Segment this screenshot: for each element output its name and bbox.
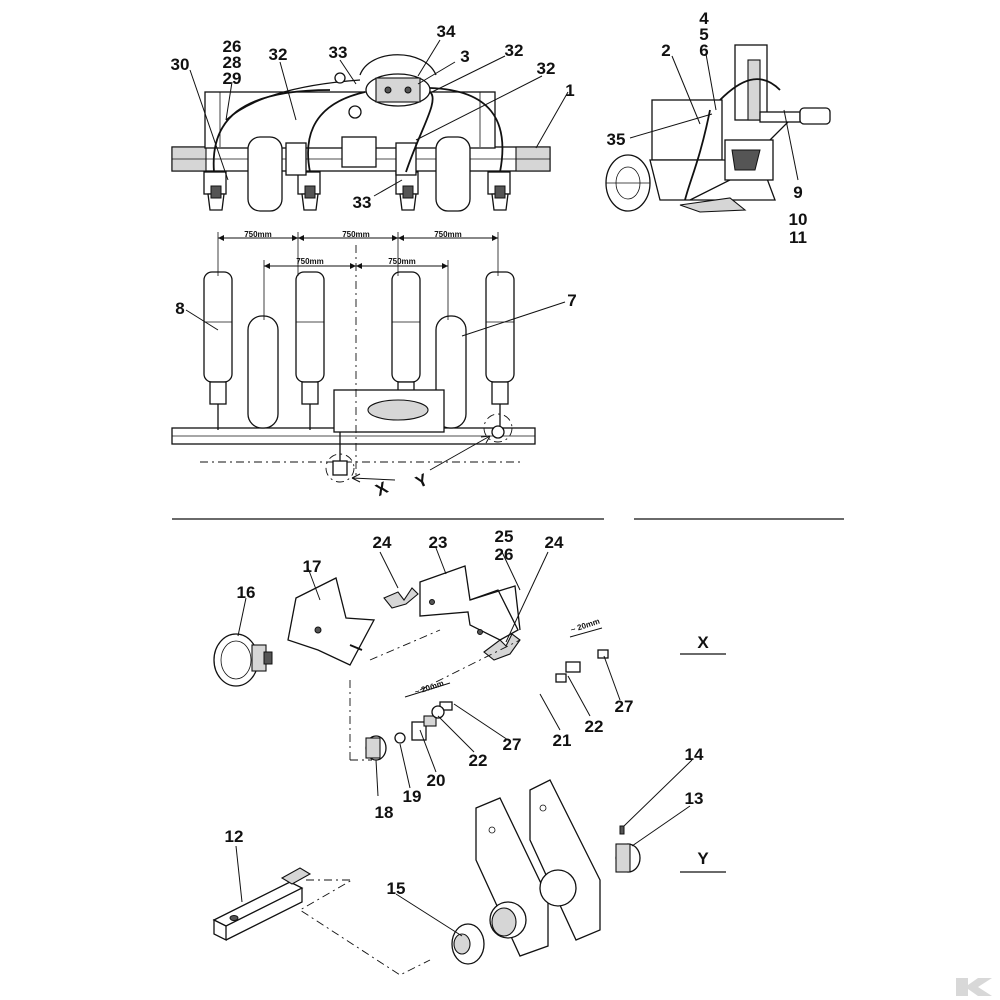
part-label-17: 17 bbox=[303, 557, 322, 576]
part-label-32: 32 bbox=[505, 41, 524, 60]
part-label-2: 2 bbox=[661, 41, 670, 60]
part-label-24: 24 bbox=[545, 533, 564, 552]
hopper-unit bbox=[485, 271, 515, 430]
part-label-28: 28 bbox=[223, 53, 242, 72]
view-arrow-y-label: Y bbox=[413, 470, 432, 492]
part-label-25: 25 bbox=[495, 527, 514, 546]
section-x-label: X bbox=[697, 633, 709, 652]
section-y-label: Y bbox=[697, 849, 709, 868]
nozzle-unit bbox=[395, 171, 419, 211]
part-label-21: 21 bbox=[553, 731, 572, 750]
part-label-7: 7 bbox=[567, 291, 576, 310]
part-label-20: 20 bbox=[427, 771, 446, 790]
nozzle-unit bbox=[297, 171, 321, 211]
nozzle-unit bbox=[203, 171, 227, 211]
part-labels: 30 26 28 29 32 33 34 3 32 32 1 33 4 5 6 … bbox=[171, 9, 808, 898]
part-label-27: 27 bbox=[615, 697, 634, 716]
part-label-5: 5 bbox=[699, 25, 708, 44]
part-label-12: 12 bbox=[225, 827, 244, 846]
dimension-label: 750mm bbox=[434, 230, 462, 239]
hopper-unit bbox=[295, 271, 325, 430]
dimension-label: ~ 20mm bbox=[570, 617, 601, 635]
side-view-drawing bbox=[605, 44, 831, 213]
part-label-22: 22 bbox=[585, 717, 604, 736]
part-label-16: 16 bbox=[237, 583, 256, 602]
part-label-32: 32 bbox=[537, 59, 556, 78]
part-label-11: 11 bbox=[789, 228, 807, 247]
leader-lines bbox=[185, 39, 799, 937]
dimension-label: 750mm bbox=[296, 257, 324, 266]
dimension-label: 750mm bbox=[388, 257, 416, 266]
part-label-33: 33 bbox=[329, 43, 348, 62]
part-label-9: 9 bbox=[793, 183, 802, 202]
part-label-23: 23 bbox=[429, 533, 448, 552]
part-label-34: 34 bbox=[437, 22, 456, 41]
dimension-label: 750mm bbox=[244, 230, 272, 239]
part-label-35: 35 bbox=[607, 130, 626, 149]
part-label-15: 15 bbox=[387, 879, 406, 898]
watermark-logo bbox=[950, 976, 996, 996]
hopper-unit bbox=[203, 271, 233, 430]
part-label-6: 6 bbox=[699, 41, 708, 60]
rear-view-drawing bbox=[171, 54, 551, 212]
part-label-3: 3 bbox=[460, 47, 469, 66]
view-arrow-x-label: X bbox=[373, 478, 392, 500]
part-label-18: 18 bbox=[375, 803, 394, 822]
part-label-22: 22 bbox=[469, 751, 488, 770]
dimension-lines bbox=[217, 232, 499, 320]
detail-y-drawing bbox=[212, 779, 641, 976]
part-label-14: 14 bbox=[685, 745, 704, 764]
part-label-1: 1 bbox=[565, 81, 574, 100]
part-label-33: 33 bbox=[353, 193, 372, 212]
part-label-24: 24 bbox=[373, 533, 392, 552]
part-label-30: 30 bbox=[171, 55, 190, 74]
part-label-8: 8 bbox=[175, 299, 184, 318]
part-label-26: 26 bbox=[223, 37, 242, 56]
part-label-19: 19 bbox=[403, 787, 422, 806]
part-label-26: 26 bbox=[495, 545, 514, 564]
part-label-10: 10 bbox=[789, 210, 808, 229]
part-label-13: 13 bbox=[685, 789, 704, 808]
part-label-4: 4 bbox=[699, 9, 709, 28]
detail-x-drawing bbox=[213, 565, 609, 761]
dimension-label: 750mm bbox=[342, 230, 370, 239]
part-label-32: 32 bbox=[269, 45, 288, 64]
plan-view-drawing bbox=[171, 245, 536, 483]
dimension-label: ~ 20mm bbox=[414, 679, 445, 697]
nozzle-unit bbox=[487, 171, 511, 211]
part-label-27: 27 bbox=[503, 735, 522, 754]
part-label-29: 29 bbox=[223, 69, 242, 88]
